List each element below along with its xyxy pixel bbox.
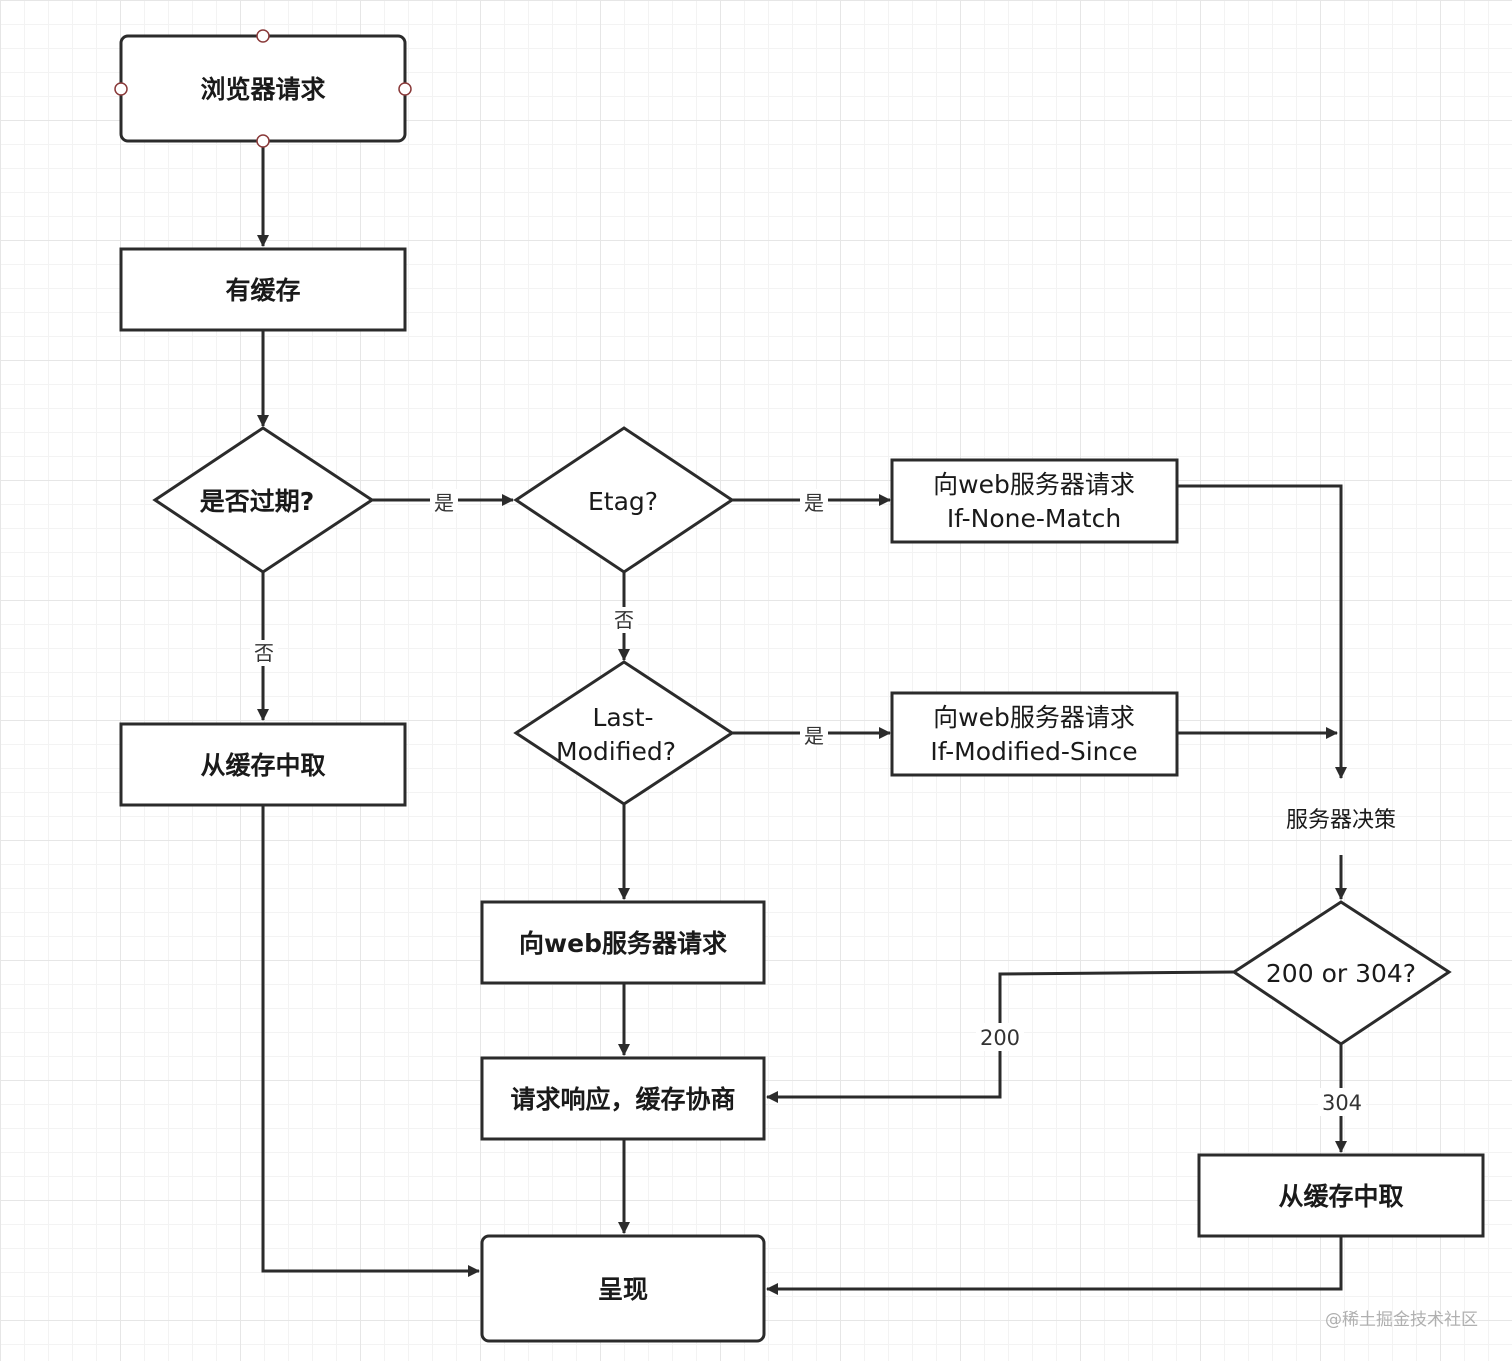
node-from-cache-left[interactable]: 从缓存中取 — [119, 722, 407, 807]
edges — [257, 142, 1347, 1295]
label-expired-no: 否 — [254, 641, 274, 665]
node-is-expired-label: 是否过期? — [200, 487, 315, 516]
node-has-cache-label: 有缓存 — [225, 276, 300, 305]
node-response-negotiation[interactable]: 请求响应，缓存协商 — [480, 1056, 766, 1141]
node-browser-request[interactable]: 浏览器请求 — [114, 29, 412, 148]
node-server-decision[interactable]: 服务器决策 — [1286, 808, 1396, 833]
label-expired-yes: 是 — [434, 491, 454, 515]
node-request-if-modified-since[interactable]: 向web服务器请求 If-Modified-Since — [890, 691, 1179, 777]
node-request-ims-line1: 向web服务器请求 — [933, 703, 1135, 732]
connection-handle-top[interactable] — [256, 29, 270, 43]
node-request-inm-line2: If-None-Match — [947, 504, 1121, 533]
label-status-200: 200 — [980, 1026, 1020, 1050]
node-request-web-server-label: 向web服务器请求 — [519, 929, 727, 958]
node-from-cache-right-label: 从缓存中取 — [1278, 1182, 1403, 1211]
node-request-web-server[interactable]: 向web服务器请求 — [480, 900, 766, 985]
edge-leftcache-to-present — [261, 806, 480, 1277]
node-present-label: 呈现 — [598, 1275, 648, 1304]
node-etag-check-label: Etag? — [588, 487, 658, 516]
node-last-modified-label-line1: Last- — [592, 703, 653, 732]
connection-handle-left[interactable] — [114, 82, 128, 96]
label-etag-no: 否 — [614, 608, 634, 632]
node-from-cache-right[interactable]: 从缓存中取 — [1197, 1153, 1485, 1238]
node-server-decision-label: 服务器决策 — [1286, 808, 1396, 833]
node-request-inm-line1: 向web服务器请求 — [933, 470, 1135, 499]
node-response-negotiation-label: 请求响应，缓存协商 — [510, 1085, 735, 1114]
node-browser-request-label: 浏览器请求 — [200, 75, 325, 104]
watermark: @稀土掘金技术社区 — [1325, 1310, 1478, 1330]
node-present[interactable]: 呈现 — [480, 1234, 766, 1343]
node-status-check-label: 200 or 304? — [1266, 959, 1416, 988]
node-has-cache[interactable]: 有缓存 — [119, 247, 407, 332]
label-status-304: 304 — [1322, 1091, 1362, 1115]
node-etag-check[interactable]: Etag? — [513, 426, 735, 574]
node-from-cache-left-label: 从缓存中取 — [200, 751, 325, 780]
node-is-expired[interactable]: 是否过期? — [152, 426, 375, 574]
node-request-if-none-match[interactable]: 向web服务器请求 If-None-Match — [890, 458, 1179, 544]
edge-inm-to-server — [1177, 484, 1347, 779]
edge-labels: 是 否 是 否 是 200 304 — [250, 489, 1366, 1116]
node-last-modified-check[interactable]: Last- Modified? — [513, 660, 735, 806]
node-request-ims-line2: If-Modified-Since — [930, 737, 1137, 766]
connection-handle-right[interactable] — [398, 82, 412, 96]
connection-handle-bottom[interactable] — [256, 134, 270, 148]
node-status-check[interactable]: 200 or 304? — [1231, 900, 1452, 1046]
label-lastmod-yes: 是 — [804, 724, 824, 748]
node-last-modified-label-line2: Modified? — [556, 737, 676, 766]
edge-rightcache-to-present — [766, 1236, 1343, 1295]
label-etag-yes: 是 — [804, 491, 824, 515]
